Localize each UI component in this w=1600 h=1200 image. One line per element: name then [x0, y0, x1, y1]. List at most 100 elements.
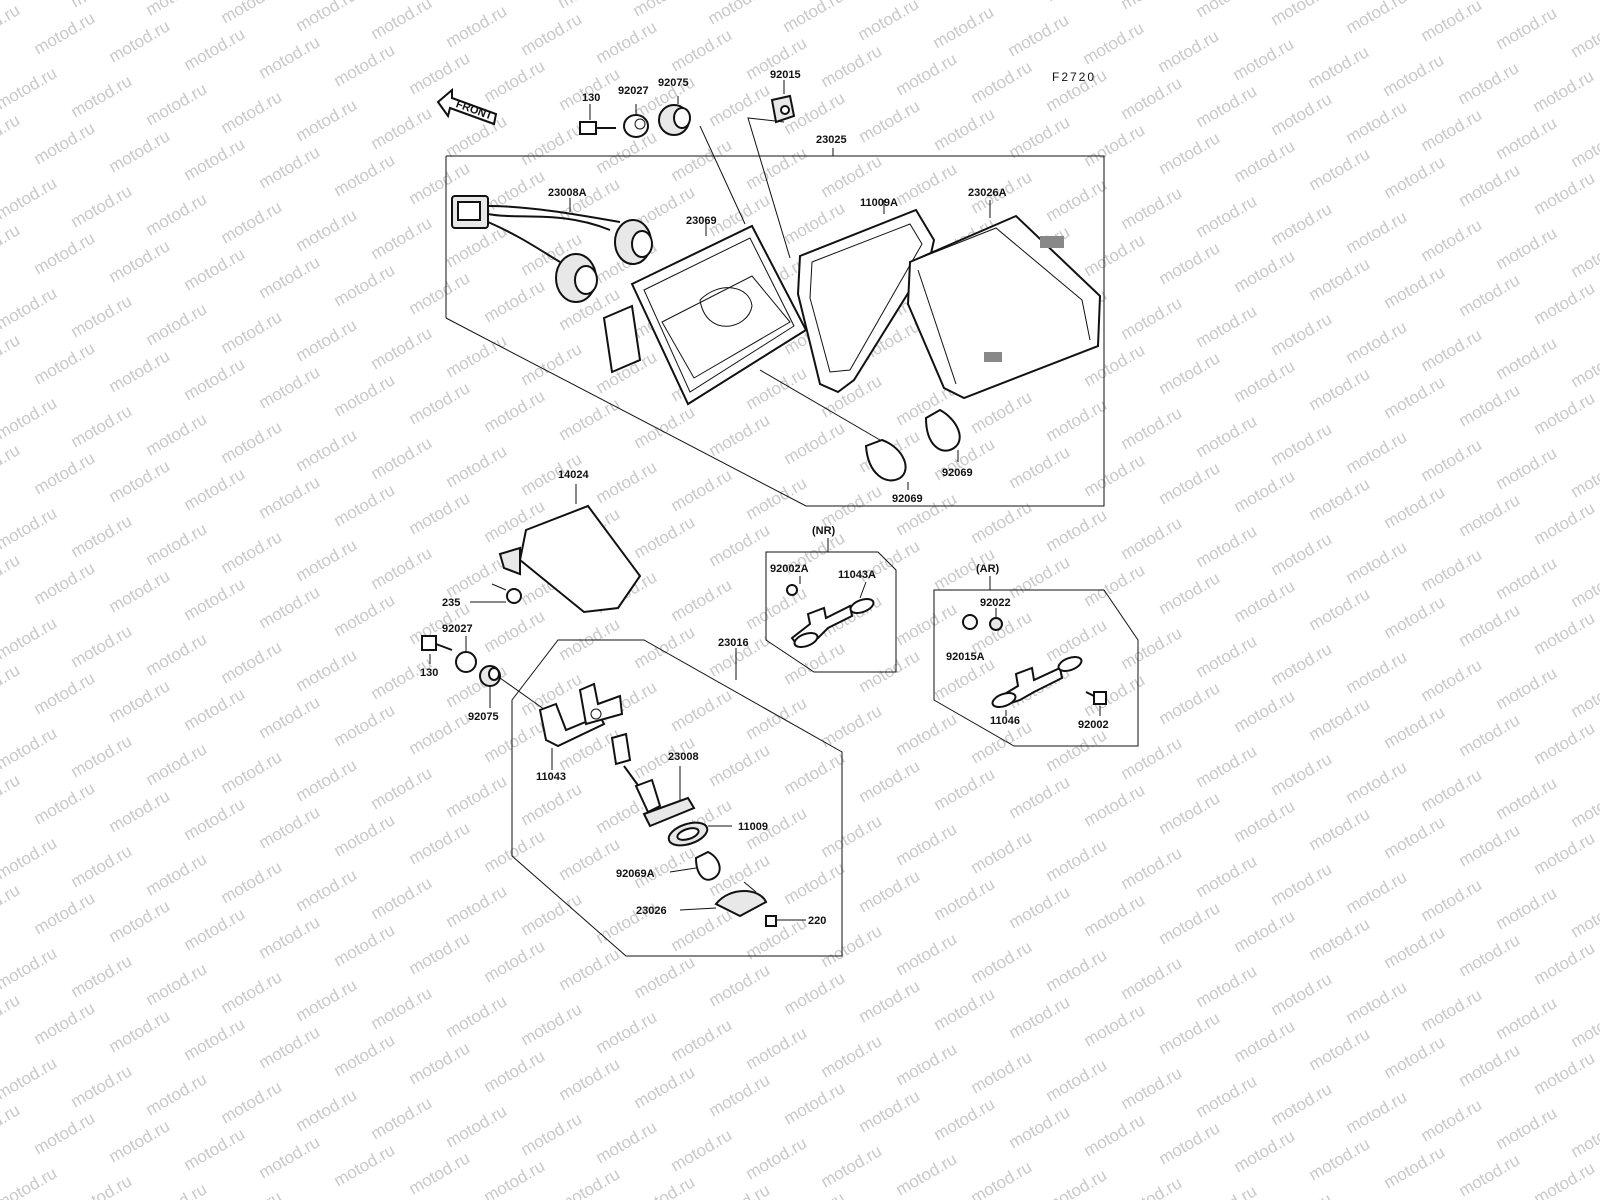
watermark-text: motod.ru [143, 409, 211, 459]
watermark-text: motod.ru [1118, 403, 1186, 453]
watermark-text: motod.ru [181, 1124, 249, 1174]
watermark-text: motod.ru [181, 574, 249, 624]
watermark-text: motod.ru [1381, 702, 1449, 752]
watermark-text: motod.ru [1568, 11, 1600, 61]
watermark-text: motod.ru [1268, 749, 1336, 799]
watermark-text: motod.ru [293, 1085, 361, 1135]
watermark-text: motod.ru [1381, 1032, 1449, 1082]
watermark-text: motod.ru [1343, 427, 1411, 477]
watermark-text: motod.ru [818, 811, 886, 861]
label-14024: 14024 [558, 469, 589, 481]
watermark-text: motod.ru [0, 1053, 60, 1103]
watermark-text: motod.ru [106, 1116, 174, 1166]
watermark-text: motod.ru [481, 1156, 549, 1200]
watermark-text: motod.ru [893, 1149, 961, 1199]
watermark-text: motod.ru [443, 1101, 511, 1151]
watermark-text: motod.ru [631, 512, 699, 562]
watermark-text: motod.ru [1418, 435, 1486, 485]
watermark-text: motod.ru [518, 9, 586, 59]
watermark-text: motod.ru [856, 976, 924, 1026]
bulb-92069-b [864, 438, 909, 490]
label-92027-low: 92027 [442, 623, 473, 635]
watermark-text: motod.ru [1493, 113, 1561, 163]
watermark-text: motod.ru [1381, 372, 1449, 422]
watermark-text: motod.ru [0, 943, 60, 993]
watermark-text: motod.ru [218, 857, 286, 907]
label-11046: 11046 [990, 715, 1020, 727]
watermark-text: motod.ru [68, 71, 136, 121]
watermark-text: motod.ru [481, 826, 549, 876]
label-11009: 11009 [738, 821, 768, 833]
watermark-text: motod.ru [518, 1109, 586, 1159]
watermark-text: motod.ru [480, 0, 548, 4]
watermark-text: motod.ru [68, 951, 136, 1001]
watermark-text: motod.ru [706, 80, 774, 130]
watermark-text: motod.ru [556, 64, 624, 114]
watermark-text: motod.ru [1268, 309, 1336, 359]
watermark-text: motod.ru [181, 354, 249, 404]
watermark-text: motod.ru [368, 1093, 436, 1143]
watermark-text: motod.ru [1381, 482, 1449, 532]
watermark-text: motod.ru [668, 685, 736, 735]
watermark-text: motod.ru [968, 937, 1036, 987]
watermark-text: motod.ru [1531, 938, 1599, 988]
watermark-text: motod.ru [631, 1172, 699, 1200]
watermark-text: motod.ru [0, 723, 60, 773]
watermark-text: motod.ru [1156, 238, 1224, 288]
watermark-text: motod.ru [893, 819, 961, 869]
watermark-text: motod.ru [1343, 757, 1411, 807]
watermark-text: motod.ru [0, 613, 60, 663]
watermark-text: motod.ru [1456, 930, 1524, 980]
watermark-text: motod.ru [931, 764, 999, 814]
watermark-text: motod.ru [106, 236, 174, 286]
bracket-group-ar [933, 576, 1139, 747]
watermark-text: motod.ru [1081, 890, 1149, 940]
watermark-text: motod.ru [1081, 1000, 1149, 1050]
watermark-text: motod.ru [1306, 144, 1374, 194]
watermark-text: motod.ru [368, 213, 436, 263]
watermark-text: motod.ru [743, 473, 811, 523]
watermark-text: motod.ru [256, 252, 324, 302]
watermark-text: motod.ru [1231, 356, 1299, 406]
watermark-text: motod.ru [256, 142, 324, 192]
watermark-text: motod.ru [0, 1163, 60, 1200]
watermark-text: motod.ru [68, 181, 136, 231]
grommet-92075-low [479, 665, 549, 713]
watermark-text: motod.ru [31, 558, 99, 608]
watermark-text: motod.ru [631, 952, 699, 1002]
watermark-text: motod.ru [1231, 136, 1299, 186]
watermark-text: motod.ru [1006, 552, 1074, 602]
watermark-text: motod.ru [1006, 772, 1074, 822]
watermark-text: motod.ru [0, 833, 60, 883]
watermark-text: motod.ru [0, 220, 23, 270]
watermark-text: motod.ru [518, 999, 586, 1049]
watermark-text: motod.ru [1305, 42, 1373, 92]
watermark-text: motod.ru [1230, 34, 1298, 84]
watermark-text: motod.ru [68, 0, 136, 11]
watermark-text: motod.ru [893, 1039, 961, 1089]
watermark-text: motod.ru [706, 1070, 774, 1120]
watermark-text: motod.ru [31, 228, 99, 278]
watermark-text: motod.ru [481, 386, 549, 436]
watermark-text: motod.ru [668, 1125, 736, 1175]
bulb-92069-a [924, 408, 961, 462]
watermark-text: motod.ru [1193, 851, 1261, 901]
watermark-text: motod.ru [856, 866, 924, 916]
watermark-text: motod.ru [1118, 513, 1186, 563]
watermark-text: motod.ru [0, 990, 23, 1040]
watermark-text: motod.ru [630, 0, 698, 20]
watermark-text: motod.ru [181, 904, 249, 954]
watermark-text: motod.ru [1156, 678, 1224, 728]
watermark-text: motod.ru [1043, 945, 1111, 995]
watermark-text: motod.ru [31, 448, 99, 498]
lens-23026A [906, 200, 1102, 400]
watermark-text: motod.ru [1343, 647, 1411, 697]
watermark-text: motod.ru [1193, 521, 1261, 571]
watermark-text: motod.ru [818, 1031, 886, 1081]
watermark-text: motod.ru [1568, 231, 1600, 281]
watermark-text: motod.ru [1381, 592, 1449, 642]
watermark-text: motod.ru [31, 338, 99, 388]
watermark-text: motod.ru [1118, 183, 1186, 233]
watermark-text: motod.ru [106, 786, 174, 836]
